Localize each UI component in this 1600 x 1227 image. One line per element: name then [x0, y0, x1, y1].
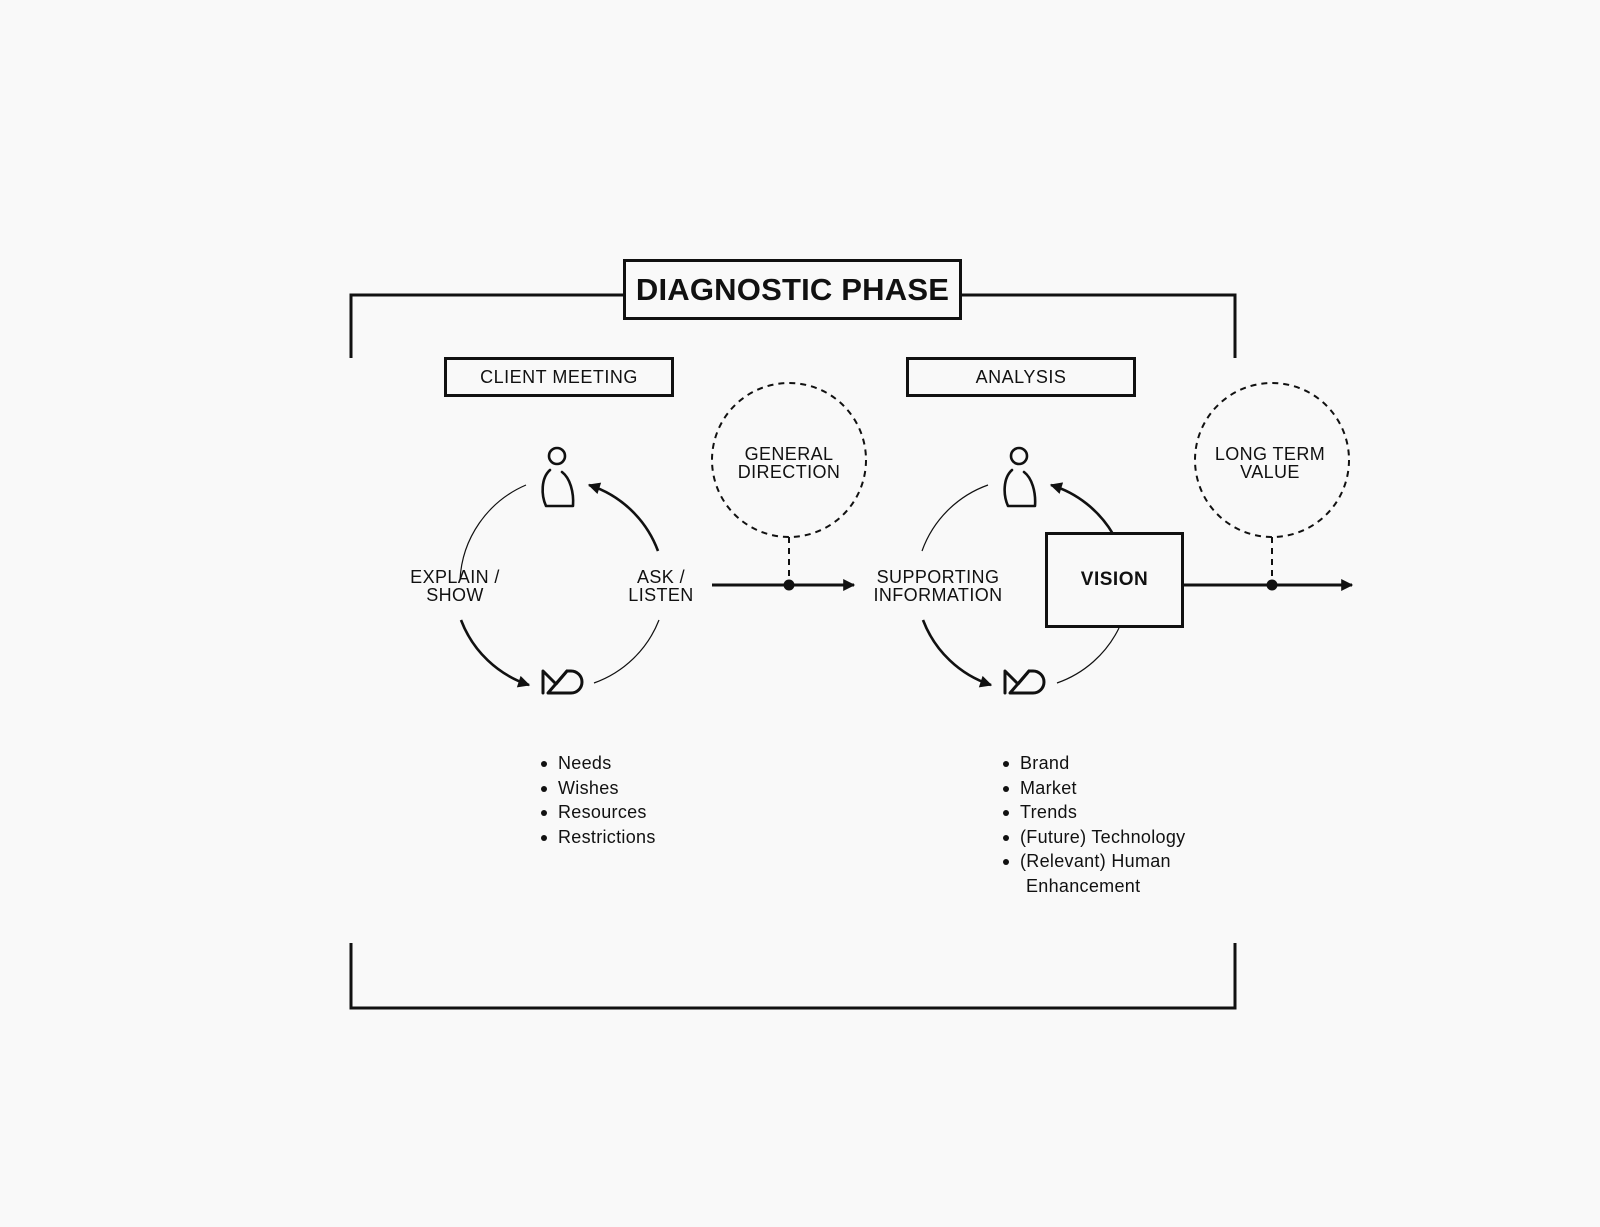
- phase-bracket: [349, 293, 1237, 1010]
- list-item: Trends: [1000, 800, 1185, 825]
- long-term-value-line-1: LONG TERM: [1214, 444, 1326, 464]
- bracket-bottom: [349, 943, 1237, 1010]
- analysis-cycle: [921, 482, 1120, 688]
- cycle-arc-top-left: [459, 484, 527, 581]
- phase-title: DIAGNOSTIC PHASE: [623, 259, 962, 320]
- md-logo-d: [546, 669, 584, 695]
- general-direction-line-2: DIRECTION: [737, 462, 841, 482]
- ask-listen-line-2: LISTEN: [628, 585, 694, 605]
- cycle-arc-top-right: [587, 482, 660, 552]
- bracket-top-right: [962, 293, 1237, 358]
- md-logo-icon: [541, 669, 584, 695]
- analysis-bullet-list: Brand Market Trends (Future) Technology …: [1000, 751, 1185, 898]
- supporting-information-line-1: SUPPORTING: [876, 567, 1000, 587]
- person-icon-head: [1009, 446, 1029, 466]
- client-meeting-cycle: [459, 482, 660, 688]
- person-icon: [1003, 446, 1037, 508]
- list-item: Needs: [538, 751, 656, 776]
- general-direction-label: GENERAL DIRECTION: [738, 445, 841, 481]
- list-item: Brand: [1000, 751, 1185, 776]
- list-item: Resources: [538, 800, 656, 825]
- supporting-information-line-2: INFORMATION: [873, 585, 1003, 605]
- list-item: Wishes: [538, 776, 656, 801]
- list-item: Market: [1000, 776, 1185, 801]
- person-icon-body: [1003, 468, 1037, 508]
- explain-show-label: EXPLAIN / SHOW: [410, 568, 500, 604]
- long-term-value-line-2: VALUE: [1240, 462, 1300, 482]
- bracket-top-left: [349, 293, 623, 358]
- analysis-arc-top-right: [1049, 482, 1115, 535]
- long-term-value-label: LONG TERM VALUE: [1215, 445, 1325, 481]
- analysis-output-node: [1266, 579, 1278, 591]
- list-item-continuation: Enhancement: [1026, 875, 1141, 896]
- md-logo-d: [1008, 669, 1046, 695]
- cycle-arc-bottom-right: [593, 619, 660, 684]
- supporting-information-label: SUPPORTING INFORMATION: [873, 568, 1002, 604]
- ask-listen-line-1: ASK /: [636, 567, 686, 587]
- list-item: (Relevant) Human: [1000, 849, 1185, 874]
- analysis-arc-bottom-right: [1056, 627, 1120, 684]
- person-icon-body: [541, 468, 575, 508]
- md-logo-icon: [1003, 669, 1046, 695]
- explain-show-line-1: EXPLAIN /: [410, 567, 500, 587]
- analysis-title: ANALYSIS: [906, 357, 1136, 397]
- person-icon: [541, 446, 575, 508]
- client-meeting-bullet-list: Needs Wishes Resources Restrictions: [538, 751, 656, 849]
- analysis-arc-top-left: [921, 484, 989, 552]
- person-icon-head: [547, 446, 567, 466]
- explain-show-line-2: SHOW: [426, 585, 484, 605]
- general-direction-line-1: GENERAL: [744, 444, 834, 464]
- general-direction-circle: [711, 382, 867, 538]
- cycle-arc-bottom-left: [459, 619, 531, 688]
- client-output-node: [783, 579, 795, 591]
- list-item: (Future) Technology: [1000, 825, 1185, 850]
- analysis-arc-bottom-left: [921, 619, 993, 688]
- long-term-value-circle: [1194, 382, 1350, 538]
- ask-listen-label: ASK / LISTEN: [628, 568, 693, 604]
- vision-box: VISION: [1045, 532, 1184, 628]
- list-item: Restrictions: [538, 825, 656, 850]
- client-meeting-title: CLIENT MEETING: [444, 357, 674, 397]
